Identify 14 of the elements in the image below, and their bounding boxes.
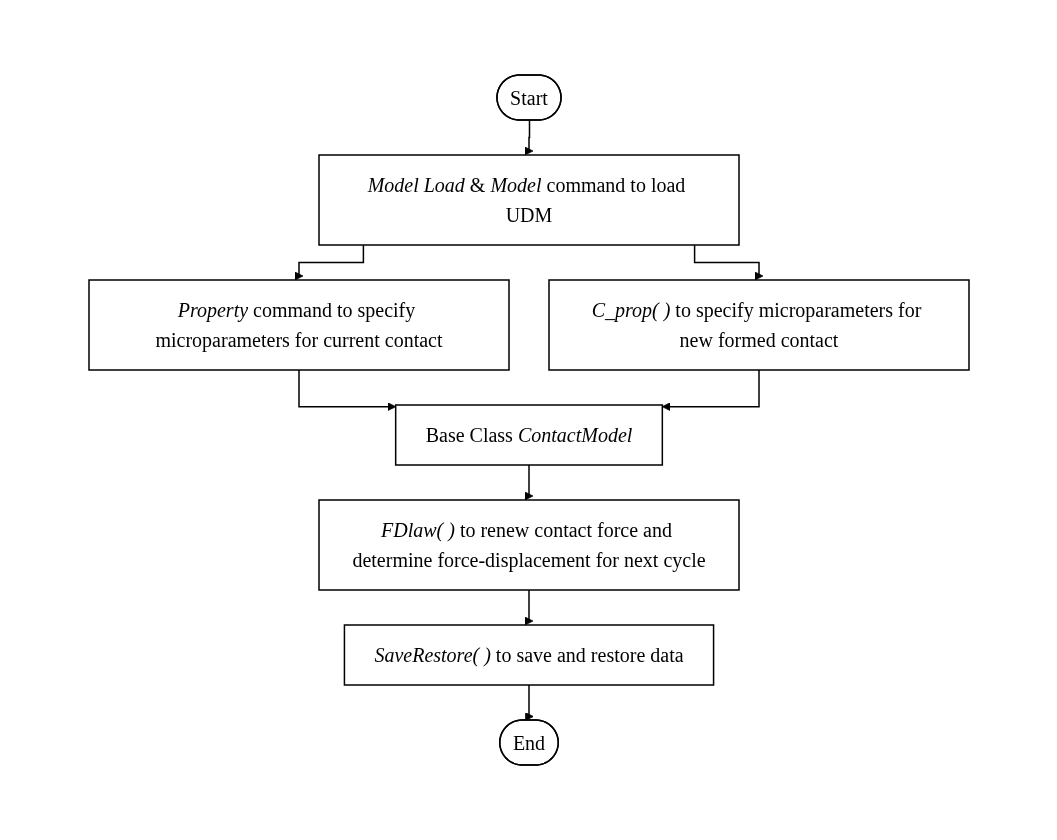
node-box: Model Load & Model command to load UDM: [317, 154, 740, 246]
arrow: [693, 244, 763, 281]
arrow: [297, 369, 396, 412]
node-box: Base Class ContactModel: [394, 404, 663, 466]
node-box: C_prop( ) to specify microparameters for new formed contact: [547, 279, 970, 371]
node-box: FDlaw( ) to renew contact force and determine force-displacement for next cycle: [317, 499, 740, 591]
arrow: [524, 684, 534, 721]
arrow: [524, 589, 533, 626]
arrow: [524, 119, 533, 156]
node-box: SaveRestore( ) to save and restore data: [343, 624, 714, 686]
arrow: [294, 244, 364, 281]
arrow: [661, 369, 760, 412]
arrow: [524, 464, 533, 501]
node-box: Property command to specify microparameters for current contact: [87, 279, 510, 371]
